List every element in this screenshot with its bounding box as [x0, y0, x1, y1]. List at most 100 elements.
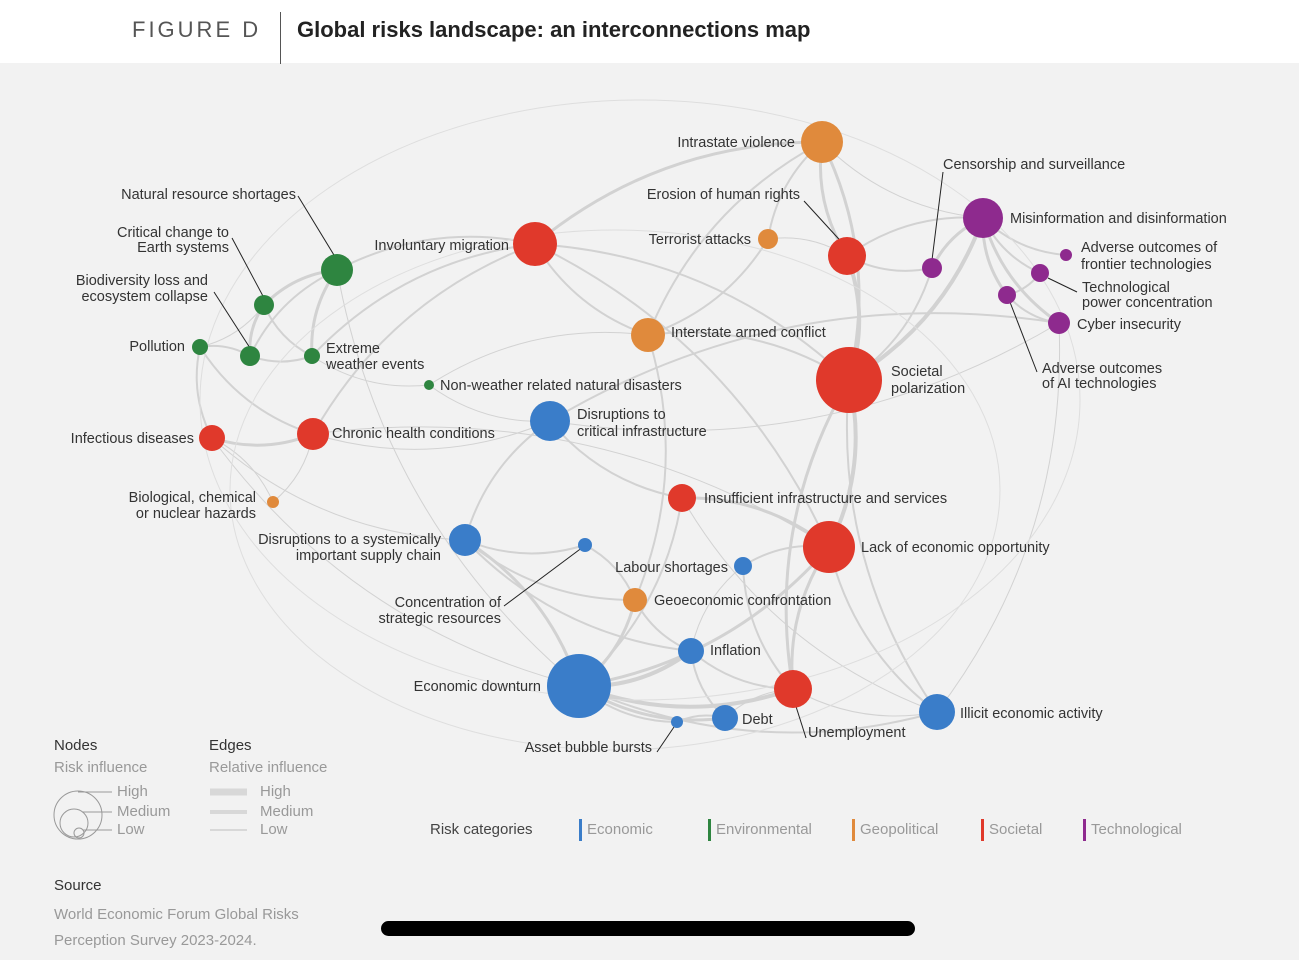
node-tech-power[interactable]	[1031, 264, 1049, 282]
category-geopolitical-label: Geopolitical	[860, 821, 939, 838]
label-debt: Debt	[742, 712, 773, 728]
node-lack-econ[interactable]	[803, 521, 855, 573]
legend-edge-medium: Medium	[260, 803, 314, 820]
label-censorship: Censorship and surveillance	[943, 157, 1125, 173]
node-extreme-weather[interactable]	[304, 348, 320, 364]
legend-node-size-circle	[59, 808, 89, 838]
label-labour: Labour shortages	[615, 560, 728, 576]
edge-background-arc	[199, 99, 1081, 701]
node-interstate-conflict[interactable]	[631, 318, 665, 352]
label-lack-econ: Lack of economic opportunity	[861, 540, 1050, 556]
edge-intrastate_violence-involuntary_migration	[533, 140, 824, 246]
node-societal-polarization[interactable]	[816, 347, 882, 413]
node-terrorist[interactable]	[758, 229, 778, 249]
category-economic: Economic	[579, 819, 653, 841]
edge-insufficient_infra-illicit	[681, 497, 938, 713]
node-adverse-frontier[interactable]	[1060, 249, 1072, 261]
figure-title: Global risks landscape: an interconnecti…	[297, 17, 811, 42]
node-insufficient-infra[interactable]	[668, 484, 696, 512]
category-technological-swatch	[1083, 819, 1086, 841]
edge-chronic-disruptions_infra	[312, 420, 551, 450]
label-illicit: Illicit economic activity	[960, 706, 1103, 722]
node-chronic[interactable]	[297, 418, 329, 450]
node-biodiversity[interactable]	[240, 346, 260, 366]
edge-intrastate_violence-interstate_conflict	[647, 141, 823, 336]
edge-infectious-supply_chain	[211, 437, 466, 541]
node-supply-chain[interactable]	[449, 524, 481, 556]
legend-node-size-circle	[53, 790, 103, 840]
category-geopolitical-swatch	[852, 819, 855, 841]
edge-extreme_weather-non_weather	[311, 355, 430, 387]
node-infectious[interactable]	[199, 425, 225, 451]
label-natural-resource: Natural resource shortages	[121, 187, 296, 203]
node-cyber[interactable]	[1048, 312, 1070, 334]
home-indicator[interactable]	[381, 921, 915, 936]
leader-line	[297, 195, 338, 261]
node-illicit[interactable]	[919, 694, 955, 730]
category-technological-label: Technological	[1091, 821, 1182, 838]
edge-involuntary_migration-extreme_weather	[311, 243, 536, 357]
node-non-weather[interactable]	[424, 380, 434, 390]
leader-line	[503, 546, 584, 607]
edge-societal_polarization-unemployment	[784, 378, 851, 691]
risk-categories-title: Risk categories	[430, 821, 533, 838]
category-environmental-label: Environmental	[716, 821, 812, 838]
node-labour[interactable]	[734, 557, 752, 575]
edge-supply_chain-inflation	[464, 539, 692, 652]
node-erosion-rights[interactable]	[828, 237, 866, 275]
node-unemployment[interactable]	[774, 670, 812, 708]
leader-line	[213, 291, 251, 349]
label-insufficient-infra: Insufficient infrastructure and services	[704, 491, 947, 507]
node-disruptions-infra[interactable]	[530, 401, 570, 441]
edge-lack_econ-chronic	[312, 426, 830, 548]
category-environmental-swatch	[708, 819, 711, 841]
edge-cyber-disruptions_infra	[549, 312, 1060, 422]
node-involuntary-migration[interactable]	[513, 222, 557, 266]
node-intrastate-violence[interactable]	[801, 121, 843, 163]
node-concentration[interactable]	[578, 538, 592, 552]
category-societal-swatch	[981, 819, 984, 841]
category-technological: Technological	[1083, 819, 1182, 841]
edge-critical_change-extreme_weather	[263, 304, 313, 357]
label-intrastate-violence: Intrastate violence	[677, 135, 795, 151]
node-censorship[interactable]	[922, 258, 942, 278]
legend-node-low: Low	[117, 821, 145, 838]
edge-misinformation-erosion_rights	[846, 216, 984, 257]
node-inflation[interactable]	[678, 638, 704, 664]
label-asset-bubble: Asset bubble bursts	[525, 740, 652, 756]
node-misinformation[interactable]	[963, 198, 1003, 238]
edge-geoeconomic-interstate_conflict	[634, 334, 667, 601]
node-natural-resource[interactable]	[321, 254, 353, 286]
edge-interstate_conflict-non_weather	[428, 331, 649, 386]
legend-nodes-heading: Nodes	[54, 737, 98, 754]
source-heading: Source	[54, 877, 102, 894]
figure-label: FIGURE D	[132, 17, 262, 42]
node-econ-downturn[interactable]	[547, 654, 611, 718]
leader-line	[1047, 277, 1078, 293]
node-adverse-ai[interactable]	[998, 286, 1016, 304]
label-infectious: Infectious diseases	[71, 431, 194, 447]
node-geoeconomic[interactable]	[623, 588, 647, 612]
node-layer	[192, 121, 1072, 731]
node-asset-bubble[interactable]	[671, 716, 683, 728]
legend-edges-subheading: Relative influence	[209, 759, 328, 776]
label-misinformation: Misinformation and disinformation	[1010, 211, 1227, 227]
node-critical-change[interactable]	[254, 295, 274, 315]
node-pollution[interactable]	[192, 339, 208, 355]
category-geopolitical: Geopolitical	[852, 819, 938, 841]
node-debt[interactable]	[712, 705, 738, 731]
edge-societal_polarization-involuntary_migration	[534, 243, 850, 381]
edge-illicit-cyber	[936, 322, 1061, 713]
node-bio-chem[interactable]	[267, 496, 279, 508]
label-chronic: Chronic health conditions	[332, 426, 495, 442]
edge-interstate_conflict-terrorist	[647, 238, 769, 336]
